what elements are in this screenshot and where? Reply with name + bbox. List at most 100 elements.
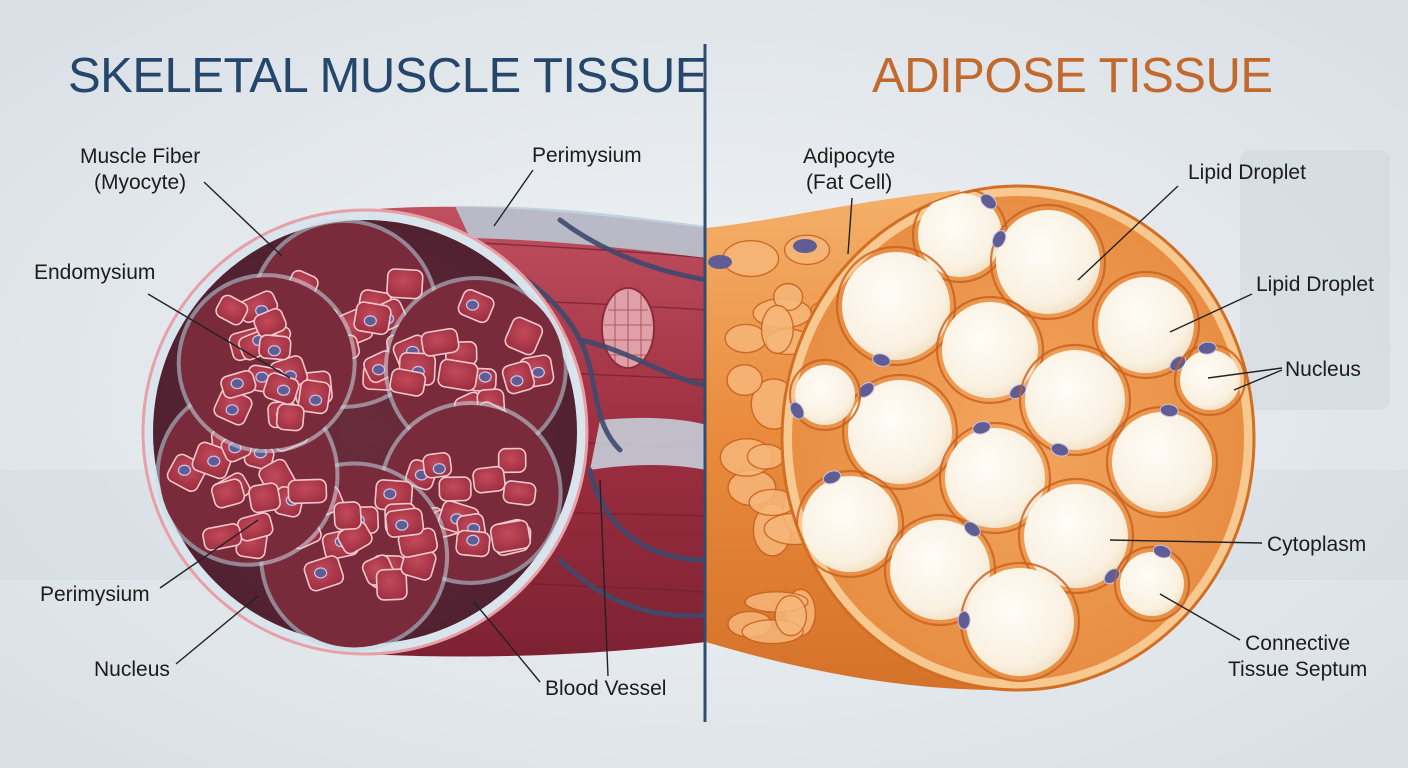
muscle-fiber [502,480,537,506]
leader-lipid-droplet-1 [1077,185,1179,281]
muscle-nucleus [478,371,492,383]
leader-endomysium [147,293,291,379]
muscle-fiber [389,368,427,397]
leader-nucleus-muscle [175,595,259,665]
lipid-droplet [942,302,1038,398]
adipocyte-nucleus [1050,442,1070,457]
adipocytes [788,186,1247,683]
lipid-droplet [802,476,898,572]
adipocyte-membrane [841,373,959,491]
muscle-fiber [275,403,305,432]
adipose-side-cell [760,304,794,355]
muscle-nucleus [267,345,281,357]
adipose-side-cell [724,323,768,354]
muscle-nucleus [432,463,446,475]
leader-lipid-droplet-2 [1169,293,1253,333]
muscle-fiber [333,501,362,531]
label-perimysium-bottom: Perimysium [40,583,150,606]
adipocyte-membrane [935,295,1045,405]
leader-nucleus-adipose-1 [1207,367,1283,379]
muscle-nucleus [372,364,386,376]
adipocyte-membrane [1091,270,1201,380]
lipid-droplet [945,428,1045,528]
adipocyte-nucleus [1197,341,1217,355]
muscle-fiber [248,482,282,514]
leader-connective-septum [1159,593,1241,641]
label-adipocyte: Adipocyte (Fat Cell) [803,144,895,196]
muscle-fiber [375,568,408,601]
label-lipid-droplet-1: Lipid Droplet [1188,161,1306,184]
muscle-fiber [420,327,460,357]
lipid-droplet [848,380,952,484]
label-muscle-fiber: Muscle Fiber (Myocyte) [80,144,200,196]
muscle-nucleus [531,366,545,378]
adipocyte-membrane [1113,545,1191,623]
muscle-nucleus [207,455,221,467]
muscle-nucleus [225,404,239,416]
lipid-droplet [966,568,1074,676]
adipocyte-nucleus [972,421,991,435]
label-connective-septum-line2: Tissue Septum [1228,658,1368,681]
leader-nucleus-adipose-2 [1233,369,1283,391]
adipocyte-membrane [989,203,1107,321]
muscle-nucleus [177,464,192,476]
adipocyte-nucleus [822,470,842,485]
lipid-droplet [1180,350,1240,410]
background-equipment [1240,150,1390,410]
adipose-side-cell [726,364,763,397]
muscle-nucleus [276,384,291,396]
lipid-droplet [1120,552,1184,616]
muscle-fiber [215,294,249,326]
adipocyte-membrane [938,421,1052,535]
leader-muscle-fiber [203,181,283,257]
label-nucleus-muscle: Nucleus [94,658,170,681]
adipocyte-membrane [1017,477,1135,595]
lipid-droplet [1024,484,1128,588]
muscle-nucleus [383,488,397,500]
adipose-side-cell [774,594,808,637]
adipocyte-nucleus [980,193,997,210]
leader-blood-vessel-1 [473,601,541,683]
muscle-nucleus [510,375,524,387]
lipid-droplet [996,210,1100,314]
muscle-nucleus [314,567,328,579]
lipid-droplet [1025,350,1125,450]
leader-cytoplasm [1109,539,1263,544]
label-endomysium: Endomysium [34,261,156,284]
lipid-droplet [918,193,1002,277]
label-adipocyte-line2: (Fat Cell) [805,171,893,194]
adipose-block [706,184,1256,692]
muscle-nucleus [465,299,480,311]
leader-blood-vessel-2 [599,479,609,677]
leader-perimysium-bottom [159,519,259,589]
label-blood-vessel: Blood Vessel [545,677,667,700]
muscle-fascicles [155,218,568,652]
muscle-nucleus [363,315,377,327]
label-muscle-fiber-line1: Muscle Fiber [80,145,201,168]
muscle-fiber [287,478,328,505]
label-connective-septum: Connective Tissue Septum [1228,631,1367,683]
adipose-side-cell [746,443,786,470]
leader-lines [147,169,1283,683]
muscle-fiber [438,476,472,502]
adipocyte-membrane [795,469,905,579]
adipocyte-membrane [835,245,957,367]
muscle-nucleus [395,519,409,531]
muscle-fiber [472,465,506,494]
title-skeletal-muscle: SKELETAL MUSCLE TISSUE [68,49,707,103]
adipocyte-membrane [788,358,862,432]
adipose-side-nucleus [793,239,817,253]
adipocyte-membrane [1018,343,1132,457]
muscle-bundle [141,205,709,657]
adipose-side-nucleus [708,255,732,269]
lipid-droplet [795,365,855,425]
adipocyte-nucleus [1159,403,1179,418]
adipose-side-cell [722,240,780,278]
adipocyte-nucleus [1152,544,1172,559]
muscle-nucleus [308,394,323,406]
muscle-fiber [489,519,532,554]
lipid-droplet [842,252,950,360]
label-cytoplasm: Cytoplasm [1267,533,1367,556]
leader-adipocyte [847,197,853,255]
